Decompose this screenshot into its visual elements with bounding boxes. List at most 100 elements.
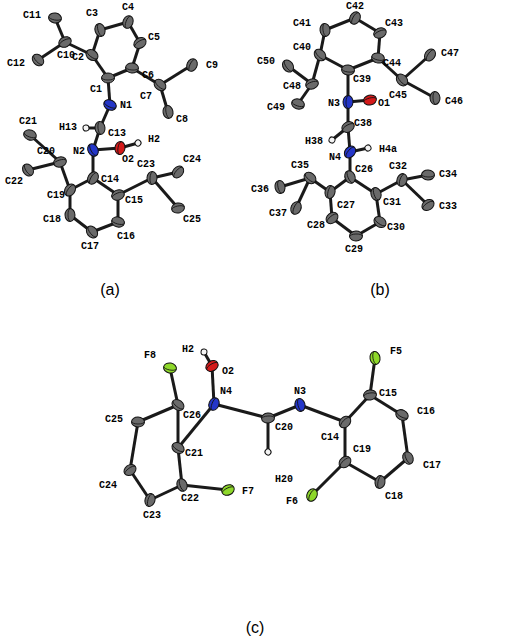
atom-label: C49	[267, 103, 285, 113]
atom-ellipsoid	[220, 483, 236, 498]
atom-label: H20	[275, 475, 293, 485]
atom-ellipsoid	[319, 23, 331, 37]
atom-label: C17	[81, 242, 99, 252]
atom-ellipsoid	[94, 121, 105, 135]
atom-label: C28	[307, 221, 325, 231]
atom-label: C13	[108, 129, 126, 139]
bond-line	[345, 462, 380, 482]
atom-ellipsoid	[170, 164, 186, 180]
atom-ellipsoid	[207, 396, 221, 412]
atom-label: C32	[389, 162, 407, 172]
atom-ellipsoid	[48, 12, 63, 24]
atom-label: C16	[417, 407, 435, 417]
atom-ellipsoid	[204, 358, 220, 373]
atom-ellipsoid	[394, 408, 410, 423]
atom-ellipsoid	[420, 197, 436, 213]
atom-label: O2	[222, 367, 234, 377]
atom-label: C26	[183, 411, 201, 421]
atom-label: C12	[7, 59, 25, 69]
bond-line	[177, 405, 180, 448]
atom-label: O1	[378, 99, 390, 109]
atom-ellipsoid	[362, 94, 377, 107]
atom-ellipsoid	[102, 73, 115, 83]
atom-label: H13	[59, 123, 77, 133]
atom-label: N3	[328, 99, 340, 109]
atom-ellipsoid	[93, 22, 106, 37]
atom-ellipsoid	[20, 162, 35, 178]
atom-ellipsoid	[324, 184, 337, 199]
atom-ellipsoid	[110, 188, 126, 202]
atom-label: H4a	[379, 145, 397, 155]
atom-ellipsoid	[121, 14, 135, 30]
atom-label: H2	[148, 135, 160, 145]
atom-label: C18	[385, 492, 403, 502]
atom-ellipsoid	[131, 417, 144, 427]
atom-label: C21	[185, 449, 203, 459]
atom-ellipsoid	[364, 144, 372, 152]
atom-label: F8	[144, 351, 156, 361]
atom-label: C8	[176, 115, 188, 125]
atom-label: C37	[269, 209, 287, 219]
atom-ellipsoid	[134, 139, 142, 147]
atom-ellipsoid	[374, 475, 386, 490]
atom-label: C47	[441, 49, 459, 59]
atom-label: C34	[439, 170, 457, 180]
atom-label: C19	[353, 445, 371, 455]
atom-label: C25	[105, 415, 123, 425]
atom-ellipsoid	[185, 57, 200, 73]
atom-ellipsoid	[152, 77, 168, 93]
atom-ellipsoid	[337, 414, 353, 430]
atom-ellipsoid	[162, 105, 174, 120]
atom-ellipsoid	[102, 98, 118, 113]
atom-ellipsoid	[363, 389, 377, 401]
atom-ellipsoid	[343, 95, 353, 108]
atom-label: C9	[206, 61, 218, 71]
atom-label: C24	[183, 155, 201, 165]
bond-line	[130, 422, 138, 470]
atom-label: C23	[143, 511, 161, 521]
atom-ellipsoid	[85, 170, 100, 186]
atom-label: C4	[122, 3, 134, 13]
atom-ellipsoid	[289, 200, 303, 216]
bond-line	[182, 485, 228, 490]
atom-label: N4	[329, 153, 341, 163]
atom-label: C17	[423, 461, 441, 471]
atom-ellipsoid	[122, 462, 138, 478]
atom-ellipsoid	[340, 119, 356, 134]
atom-label: C14	[101, 175, 119, 185]
atom-label: H38	[305, 137, 323, 147]
atom-label: C5	[148, 33, 160, 43]
atom-ellipsoid	[293, 397, 306, 412]
atom-ellipsoid	[175, 477, 189, 493]
atom-label: C29	[345, 245, 363, 255]
atom-ellipsoid	[280, 58, 296, 74]
atom-ellipsoid	[114, 141, 126, 155]
atom-ellipsoid	[83, 125, 90, 132]
bond-line	[214, 404, 268, 418]
atom-ellipsoid	[65, 208, 75, 221]
atom-label: H2	[182, 345, 194, 355]
atom-ellipsoid	[349, 231, 362, 241]
atom-label: C40	[293, 43, 311, 53]
atom-ellipsoid	[369, 186, 383, 201]
atom-label: C19	[47, 191, 65, 201]
atom-label: C23	[137, 160, 155, 170]
atom-ellipsoid	[171, 202, 186, 214]
atom-ellipsoid	[347, 10, 362, 26]
atom-ellipsoid	[337, 454, 353, 470]
atom-ellipsoid	[274, 180, 287, 195]
atom-label: C41	[293, 19, 311, 29]
atom-ellipsoid	[264, 448, 272, 456]
atom-label: O2	[122, 155, 134, 165]
bond-line	[312, 462, 345, 495]
atom-ellipsoid	[261, 413, 275, 424]
atom-label: C22	[5, 177, 23, 187]
atom-label: C16	[117, 232, 135, 242]
atom-label: C22	[181, 494, 199, 504]
atom-ellipsoid	[125, 62, 139, 73]
atom-ellipsoid	[86, 142, 101, 158]
atom-ellipsoid	[147, 171, 158, 185]
atom-label: N2	[73, 147, 85, 157]
